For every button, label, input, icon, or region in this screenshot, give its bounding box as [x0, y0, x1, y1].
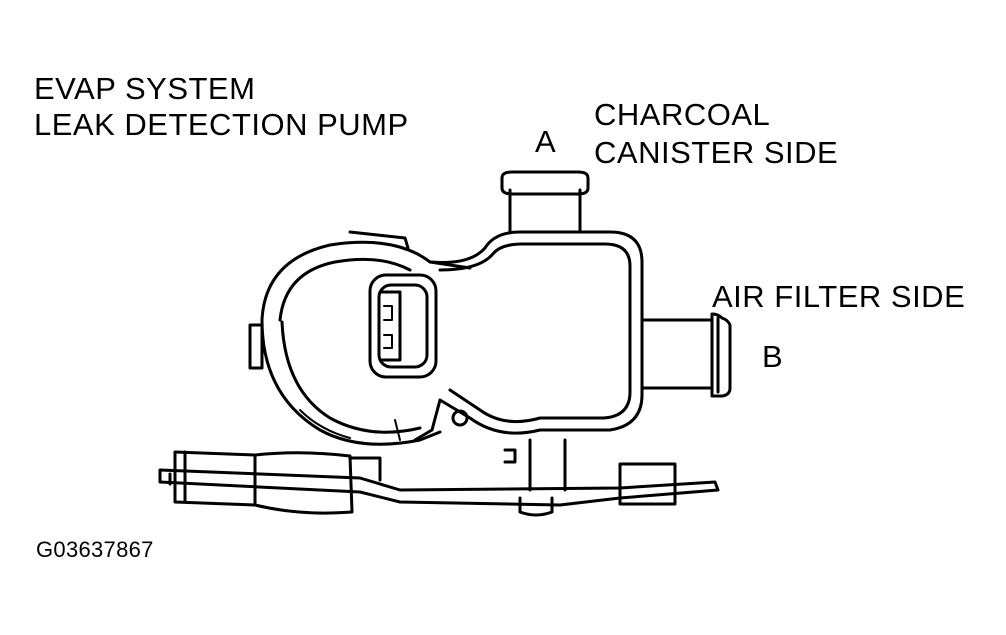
port-a-label-line-1: CHARCOAL [594, 97, 771, 132]
port-b-letter: B [762, 339, 784, 374]
right-mount-block [618, 462, 677, 506]
mounting-bracket [158, 468, 720, 507]
port-a-letter: A [535, 124, 557, 159]
port-a-nozzle [500, 170, 590, 234]
port-a-label-line-2: CANISTER SIDE [594, 135, 839, 170]
valve-body [413, 230, 644, 442]
electrical-socket [368, 273, 438, 379]
pump-round-housing [248, 230, 472, 446]
diagram-title-line-1: EVAP SYSTEM [34, 71, 256, 106]
figure-id: G03637867 [36, 537, 154, 562]
port-b-nozzle [640, 312, 732, 398]
left-connector [173, 450, 382, 515]
port-b-label: AIR FILTER SIDE [712, 279, 966, 314]
diagram-title-line-2: LEAK DETECTION PUMP [34, 107, 409, 142]
mounting-stud [503, 438, 567, 517]
